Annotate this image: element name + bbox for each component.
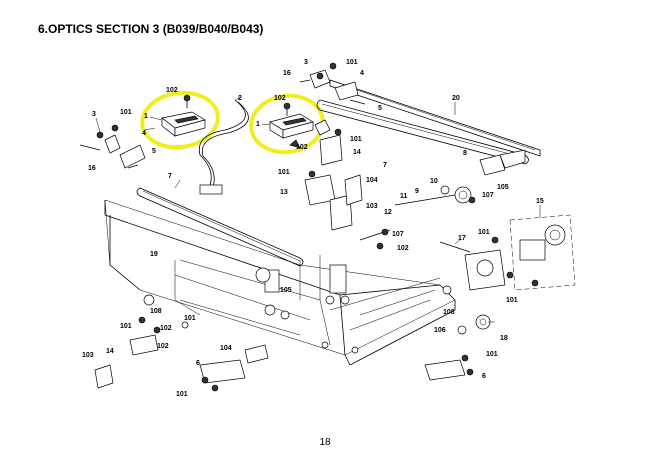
callout-7: 7 bbox=[168, 173, 172, 180]
callout-16: 16 bbox=[88, 165, 96, 172]
callout-101: 101 bbox=[176, 391, 188, 398]
callout-102: 102 bbox=[157, 343, 169, 350]
callout-2: 2 bbox=[238, 95, 242, 102]
frame-base bbox=[104, 199, 456, 366]
left-assembly-parts bbox=[79, 94, 206, 169]
highlight-circle-right bbox=[249, 93, 325, 155]
callout-6: 6 bbox=[482, 373, 486, 380]
callout-9: 9 bbox=[415, 188, 419, 195]
callout-102: 102 bbox=[166, 87, 178, 94]
callout-5: 5 bbox=[152, 148, 156, 155]
cable-harness bbox=[198, 99, 249, 195]
callout-11: 11 bbox=[400, 193, 408, 200]
callout-17: 17 bbox=[458, 235, 466, 242]
callout-10: 10 bbox=[430, 178, 438, 185]
callout-13: 13 bbox=[280, 189, 288, 196]
callout-6: 6 bbox=[196, 360, 200, 367]
top-right-parts bbox=[299, 62, 526, 206]
callout-105: 105 bbox=[497, 184, 509, 191]
callout-1: 1 bbox=[144, 113, 148, 120]
bottom-parts bbox=[94, 267, 491, 392]
callout-5: 5 bbox=[378, 105, 382, 112]
callout-16: 16 bbox=[283, 70, 291, 77]
right-assembly-parts bbox=[269, 102, 331, 149]
callout-102: 102 bbox=[296, 144, 308, 151]
callout-7: 7 bbox=[383, 162, 387, 169]
callout-104: 104 bbox=[366, 177, 378, 184]
callout-101: 101 bbox=[486, 351, 498, 358]
callout-105: 105 bbox=[280, 287, 292, 294]
callout-101: 101 bbox=[346, 59, 358, 66]
callout-103: 103 bbox=[82, 352, 94, 359]
callout-108: 108 bbox=[150, 308, 162, 315]
callout-104: 104 bbox=[220, 345, 232, 352]
callout-101: 101 bbox=[120, 109, 132, 116]
callouts: 102 1 2 102 1 102 3 101 4 5 16 7 16 3 10… bbox=[82, 59, 544, 398]
callout-101: 101 bbox=[506, 297, 518, 304]
callout-101: 101 bbox=[478, 229, 490, 236]
callout-3: 3 bbox=[92, 111, 96, 118]
callout-107: 107 bbox=[482, 192, 494, 199]
callout-101: 101 bbox=[120, 323, 132, 330]
middle-parts bbox=[304, 170, 391, 250]
callout-103: 103 bbox=[366, 203, 378, 210]
callout-8: 8 bbox=[463, 150, 467, 157]
page-number: 18 bbox=[319, 437, 331, 448]
leader-lines bbox=[95, 96, 541, 323]
highlight-circle-left bbox=[140, 90, 220, 150]
callout-14: 14 bbox=[106, 348, 114, 355]
callout-18: 18 bbox=[500, 335, 508, 342]
callout-101: 101 bbox=[184, 315, 196, 322]
callout-106: 106 bbox=[434, 327, 446, 334]
callout-101: 101 bbox=[278, 169, 290, 176]
callout-3: 3 bbox=[304, 59, 308, 66]
callout-20: 20 bbox=[452, 95, 460, 102]
callout-19: 19 bbox=[150, 251, 158, 258]
callout-102: 102 bbox=[160, 325, 172, 332]
callout-107: 107 bbox=[392, 231, 404, 238]
callout-108: 108 bbox=[443, 309, 455, 316]
callout-4: 4 bbox=[360, 70, 364, 77]
page-title: 6.OPTICS SECTION 3 (B039/B040/B043) bbox=[38, 22, 264, 36]
callout-12: 12 bbox=[384, 209, 392, 216]
callout-15: 15 bbox=[536, 198, 544, 205]
callout-101: 101 bbox=[350, 136, 362, 143]
motor-area bbox=[439, 214, 576, 291]
callout-102: 102 bbox=[274, 95, 286, 102]
highlight-marks bbox=[140, 90, 325, 155]
callout-4: 4 bbox=[142, 130, 146, 137]
callout-102: 102 bbox=[397, 245, 409, 252]
callout-1: 1 bbox=[256, 121, 260, 128]
belts-and-rails bbox=[136, 79, 541, 267]
callout-14: 14 bbox=[353, 149, 361, 156]
